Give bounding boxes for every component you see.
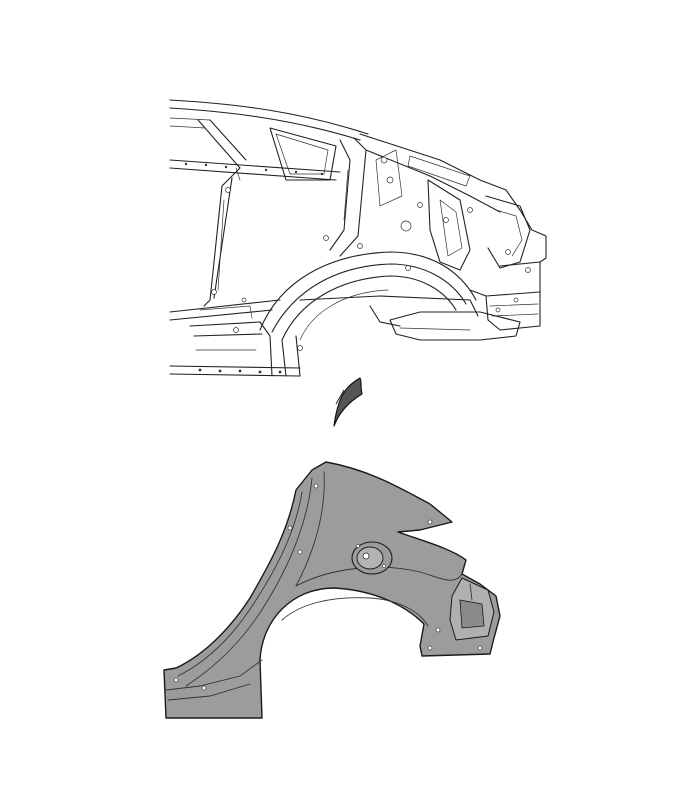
roof-rail xyxy=(169,99,369,141)
quarter-panel-outline xyxy=(163,461,501,719)
structure-holes xyxy=(184,156,531,374)
rear-floor-side xyxy=(299,295,521,341)
fuel-door-opening xyxy=(351,541,393,575)
panel-holes xyxy=(173,483,483,691)
d-pillar xyxy=(329,137,367,257)
tail-lamp-pocket xyxy=(449,577,495,641)
wheelhouse xyxy=(259,251,477,377)
c-pillar xyxy=(197,119,247,307)
rear-inner-panel xyxy=(359,133,547,331)
lower-sill xyxy=(169,299,301,377)
upper-rail xyxy=(169,159,341,181)
